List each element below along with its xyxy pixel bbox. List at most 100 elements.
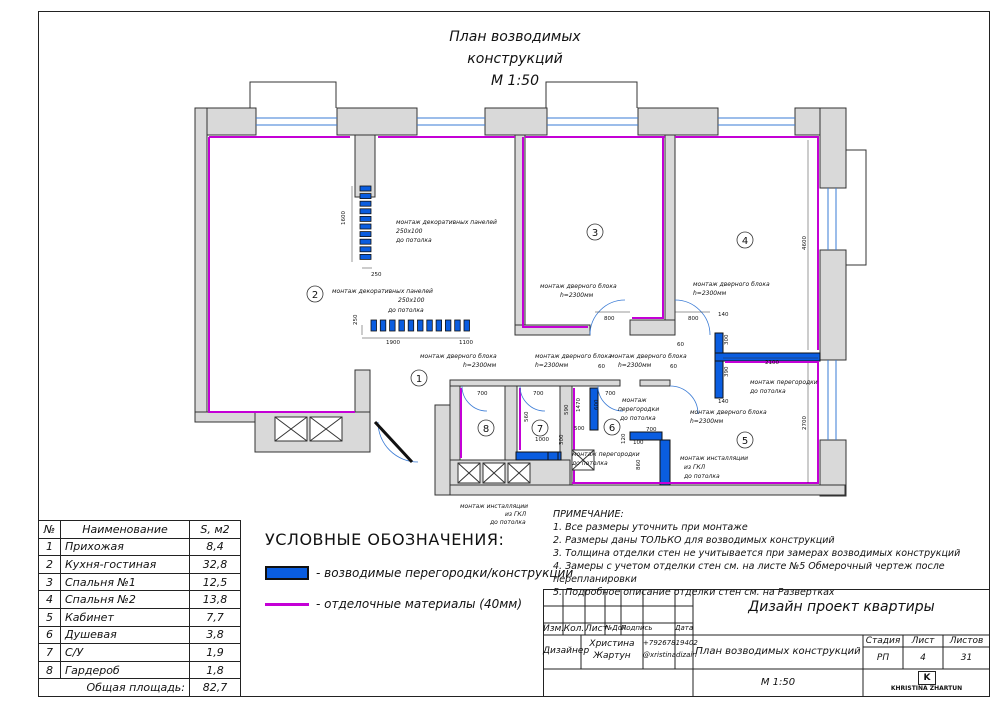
room-number-3: 3 <box>592 228 598 239</box>
decorative-panel <box>359 223 372 230</box>
decorative-panel <box>407 319 415 332</box>
plan-annotations: монтаж декоративных панелей 250х100 до п… <box>332 219 818 526</box>
decorative-panel <box>359 246 372 253</box>
col-header-kol: Кол. <box>563 624 585 634</box>
partition5-line2: до потолка <box>749 388 786 395</box>
door4-line2: h=2300мм <box>693 290 727 297</box>
row-num: 7 <box>38 643 61 662</box>
dim-590: 590 <box>564 404 570 415</box>
row-name: С/У <box>60 643 190 662</box>
note-item: 4. Замеры с учетом отделки стен см. на л… <box>553 561 945 585</box>
rooms-table-header: № Наименование S, м2 <box>38 520 241 539</box>
storage-cabinets <box>274 416 595 484</box>
dim-1470: 1470 <box>576 398 582 412</box>
row-area: 3,8 <box>189 625 241 645</box>
door6-line2: h=2300мм <box>618 362 652 369</box>
row-num: 4 <box>38 590 61 609</box>
row-num: 1 <box>38 537 61 557</box>
decorative-panels-horizontal <box>370 319 470 332</box>
legend-title: УСЛОВНЫЕ ОБОЗНАЧЕНИЯ: <box>265 530 505 549</box>
notes: ПРИМЕЧАНИЕ: 1. Все размеры уточнить при … <box>553 508 1000 599</box>
row-name: Спальня №1 <box>60 572 190 592</box>
row-num: 6 <box>38 625 61 645</box>
room-number-4: 4 <box>742 236 748 247</box>
door4-line1: монтаж дверного блока <box>693 281 770 288</box>
header-name: Наименование <box>60 520 190 539</box>
plan-title: План возводимых конструкций М 1:50 <box>400 26 630 92</box>
col-header-doc: №Док. <box>605 624 629 632</box>
row-area: 1,9 <box>189 643 241 662</box>
legend-finish-swatch <box>265 603 309 606</box>
row-num: 8 <box>38 660 61 680</box>
decorative-panel <box>426 319 433 332</box>
dim-140-b: 140 <box>718 399 729 405</box>
dim-250-a: 250 <box>371 272 382 278</box>
dim-4600: 4600 <box>802 236 808 250</box>
door3-line2: h=2300мм <box>560 292 594 299</box>
logo-text: KHRISTINA ZHARTUN <box>890 685 963 692</box>
room-number-2: 2 <box>312 290 318 301</box>
dim-700-d: 700 <box>646 427 657 433</box>
room-number-8: 8 <box>483 424 489 435</box>
decorative-panel <box>454 319 461 332</box>
row-area: 13,8 <box>189 590 241 609</box>
row-name: Кухня-гостиная <box>60 555 190 574</box>
gkl2-line3: до потолка <box>489 519 526 526</box>
windows <box>256 117 837 440</box>
row-name: Гардероб <box>60 660 190 680</box>
door6-line1: монтаж дверного блока <box>610 353 687 360</box>
dim-800-b: 800 <box>688 316 699 322</box>
dim-60-c: 60 <box>670 364 677 370</box>
dim-140-a: 140 <box>718 312 729 318</box>
dim-800-a: 800 <box>604 316 615 322</box>
row-name: Душевая <box>60 625 190 645</box>
door7-line1: монтаж дверного блока <box>535 353 612 360</box>
new-partitions <box>515 332 821 486</box>
drawing-frame <box>38 11 990 697</box>
designer-last-name: Жартун <box>593 651 631 661</box>
sheet-scale: М 1:50 <box>760 677 796 688</box>
dim-1900: 1900 <box>386 340 400 346</box>
legend-partition-label: - возводимые перегородки/конструкции <box>316 566 574 580</box>
dim-1000: 1000 <box>535 437 549 443</box>
door3-line1: монтаж дверного блока <box>540 283 617 290</box>
room-number-6: 6 <box>609 423 615 434</box>
dim-1600: 1600 <box>341 211 347 225</box>
entry-door <box>373 420 414 464</box>
decorative-panel <box>379 319 387 332</box>
partition6a-line2: перегородки <box>618 406 659 413</box>
room-markers <box>306 223 754 449</box>
dim-600: 600 <box>594 399 600 410</box>
row-area: 1,8 <box>189 660 241 680</box>
decorative-panel <box>359 193 372 200</box>
plan-title-scale: М 1:50 <box>491 73 539 89</box>
note-item: 5. Подробное описание отделки стен см. н… <box>553 587 835 598</box>
dim-60-a: 60 <box>677 342 684 348</box>
note-item: 2. Размеры даны ТОЛЬКО для возводимых ко… <box>553 535 835 546</box>
dim-60-b: 60 <box>598 364 605 370</box>
panels-v-line3: до потолка <box>395 237 432 244</box>
row-num: 3 <box>38 572 61 592</box>
decorative-panel <box>463 319 470 332</box>
dim-2700: 2700 <box>802 416 808 430</box>
col-header-sign: Подпись <box>621 624 653 632</box>
dimension-lines <box>351 140 818 483</box>
row-name: Прихожая <box>60 537 190 557</box>
col-header-date: Дата <box>675 624 694 632</box>
decorative-panel <box>435 319 443 332</box>
gkl1-line1: монтаж инсталляции <box>680 455 748 462</box>
total-row: Общая площадь: 82,7 <box>38 678 241 697</box>
row-area: 12,5 <box>189 572 241 592</box>
logo-mark: K <box>918 671 936 685</box>
stage-label: Стадия <box>865 636 901 646</box>
door7-line2: h=2300мм <box>535 362 569 369</box>
sheets-label: Листов <box>949 636 984 646</box>
room-number-5: 5 <box>742 436 748 447</box>
